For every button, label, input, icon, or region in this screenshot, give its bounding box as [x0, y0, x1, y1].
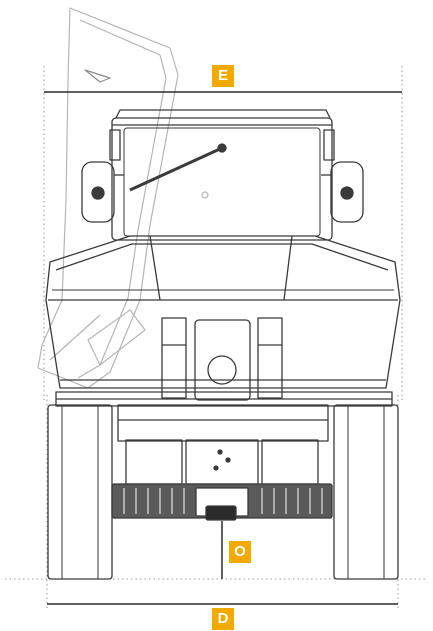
cab — [109, 109, 335, 241]
dump-body — [45, 235, 401, 389]
raised-skip-panel — [37, 7, 209, 389]
dimension-label-o: O — [229, 541, 251, 563]
chassis — [55, 317, 393, 485]
front-bumper — [111, 483, 333, 521]
dimension-label-e: E — [212, 65, 234, 87]
dimension-lines — [44, 91, 402, 605]
dimension-label-d: D — [212, 608, 234, 630]
tyre-right — [333, 404, 399, 580]
tyre-left — [47, 404, 113, 580]
extension-guides — [5, 66, 428, 608]
mirror-right — [321, 161, 364, 223]
mirror-left — [81, 161, 124, 223]
